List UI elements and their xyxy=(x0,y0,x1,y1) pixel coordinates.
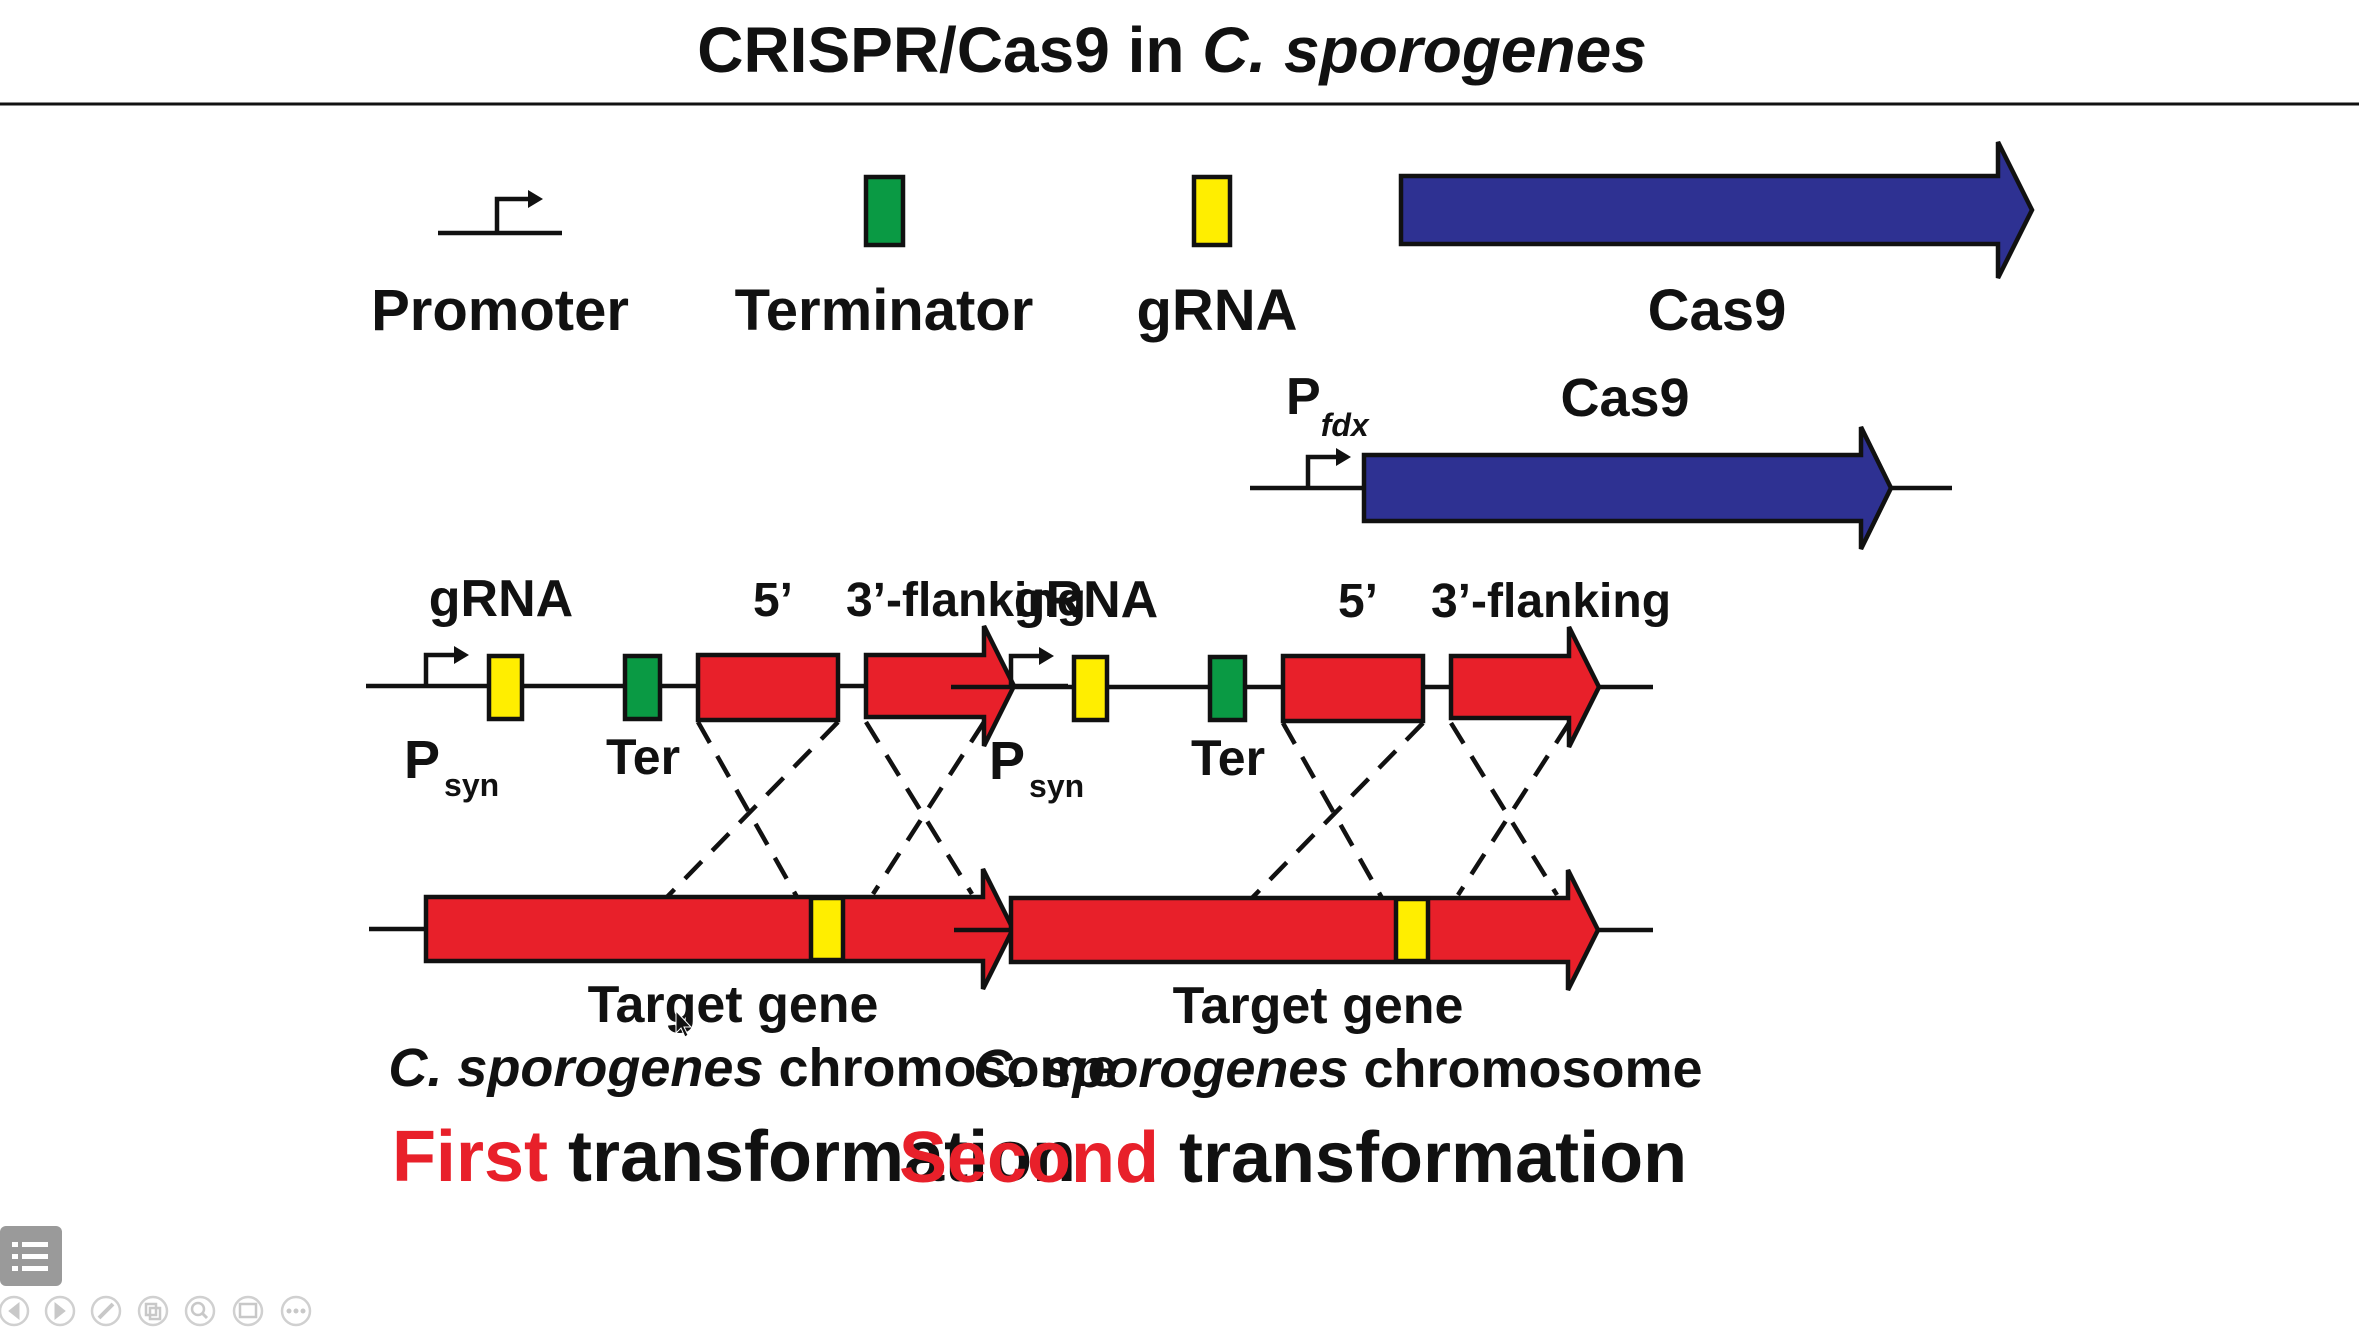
grna-icon xyxy=(1191,174,1233,248)
panel1-chromosome-italic: C. sporogenes xyxy=(388,1038,763,1098)
cas9-arrow-icon xyxy=(1398,140,2035,280)
screen-icon xyxy=(238,1302,258,1319)
copy-button[interactable] xyxy=(137,1295,169,1327)
next-button[interactable] xyxy=(44,1295,76,1327)
panel1-grna-box xyxy=(486,653,525,722)
panel2-target-gene-arrow xyxy=(1008,868,1601,992)
legend-promoter-label: Promoter xyxy=(371,278,629,343)
panel1-three-label: 3’-flanking xyxy=(846,574,1086,627)
legend-cas9-label: Cas9 xyxy=(1648,278,1787,343)
panel2-target-label: Target gene xyxy=(1173,977,1464,1035)
panel2-three-label: 3’-flanking xyxy=(1431,575,1671,628)
title-italic: C. sporogenes xyxy=(1202,14,1647,86)
panel1-target-label: Target gene xyxy=(588,976,879,1034)
panel2-chromosome-label: C. sporogenes chromosome xyxy=(973,1039,1702,1099)
panel1-transformation-highlight: First xyxy=(392,1117,548,1197)
presentation-controls xyxy=(0,1226,312,1327)
cas9-gene-arrow xyxy=(1361,426,1894,550)
prev-icon xyxy=(8,1301,20,1321)
pfdx-sub: fdx xyxy=(1321,407,1370,443)
panel2-grna-box xyxy=(1071,654,1110,723)
panel1-target-grna-site xyxy=(808,895,846,963)
panel2-three-flank xyxy=(1448,625,1602,749)
copy-icon xyxy=(144,1302,162,1321)
next-icon xyxy=(54,1301,66,1321)
promoter-icon xyxy=(438,190,562,236)
legend-terminator-label: Terminator xyxy=(735,278,1034,343)
title-prefix: CRISPR/Cas9 in xyxy=(697,14,1202,86)
cas9-construct-label: Cas9 xyxy=(1560,368,1689,428)
legend: Promoter Terminator gRNA Cas9 xyxy=(371,140,2035,343)
zoom-button[interactable] xyxy=(184,1295,216,1327)
panel2-chromosome-rest: chromosome xyxy=(1348,1039,1702,1099)
zoom-icon xyxy=(190,1301,209,1320)
pen-button[interactable] xyxy=(90,1295,122,1327)
panel2-psyn-sub: syn xyxy=(1029,768,1084,804)
terminator-icon xyxy=(863,174,906,248)
panel2-transformation-label: Second transformation xyxy=(899,1118,1687,1198)
panel1-psyn-sub: syn xyxy=(444,767,499,803)
menu-list-button[interactable] xyxy=(0,1226,62,1286)
panel1-three-flank xyxy=(863,624,1017,748)
cas9-construct: Pfdx Cas9 xyxy=(1250,368,1952,550)
panel1-transformation-rest: transformation xyxy=(548,1117,1076,1197)
promoter-icon xyxy=(1305,448,1351,488)
panel1-target-gene-arrow xyxy=(423,867,1016,991)
panel2-five-label: 5’ xyxy=(1338,575,1378,628)
panel2-ter-label: Ter xyxy=(1191,730,1265,786)
panel1-chromosome-rest: chromosome xyxy=(763,1038,1117,1098)
panel2-chromosome-italic: C. sporogenes xyxy=(973,1039,1348,1099)
pen-icon xyxy=(97,1302,115,1320)
panel1-five-label: 5’ xyxy=(753,574,793,627)
panel2-transformation-highlight: Second xyxy=(899,1118,1159,1198)
panel1-chromosome-label: C. sporogenes chromosome xyxy=(388,1038,1117,1098)
mouse-cursor-icon xyxy=(675,1009,693,1038)
pfdx-main: P xyxy=(1286,368,1321,426)
panel2-crossover-lines xyxy=(1250,721,1571,900)
pfdx-label: Pfdx xyxy=(1286,368,1370,443)
panel1-grna-label: gRNA xyxy=(429,570,573,628)
panel2-terminator-box xyxy=(1207,654,1248,723)
slide-title: CRISPR/Cas9 in C. sporogenes xyxy=(697,14,1647,86)
panel2-transformation-rest: transformation xyxy=(1159,1118,1687,1198)
panel2-five-flank xyxy=(1280,653,1426,724)
more-icon xyxy=(286,1308,306,1314)
promoter-icon xyxy=(423,646,469,686)
legend-grna-label: gRNA xyxy=(1136,278,1297,343)
panel1-transformation-label: First transformation xyxy=(392,1117,1076,1197)
screen-button[interactable] xyxy=(232,1295,264,1327)
panel1-five-flank xyxy=(695,652,841,723)
panel1-crossover-lines xyxy=(665,720,986,899)
panel2-psyn-main: P xyxy=(989,731,1025,791)
more-button[interactable] xyxy=(280,1295,312,1327)
panel2-grna-label: gRNA xyxy=(1014,571,1158,629)
panel2-target-grna-site xyxy=(1393,896,1431,964)
promoter-icon xyxy=(1008,647,1054,687)
prev-button[interactable] xyxy=(0,1295,30,1327)
menu-list-icon xyxy=(12,1242,48,1271)
panel1-psyn-main: P xyxy=(404,730,440,790)
panel1-ter-label: Ter xyxy=(606,729,680,785)
panel1-terminator-box xyxy=(622,653,663,722)
